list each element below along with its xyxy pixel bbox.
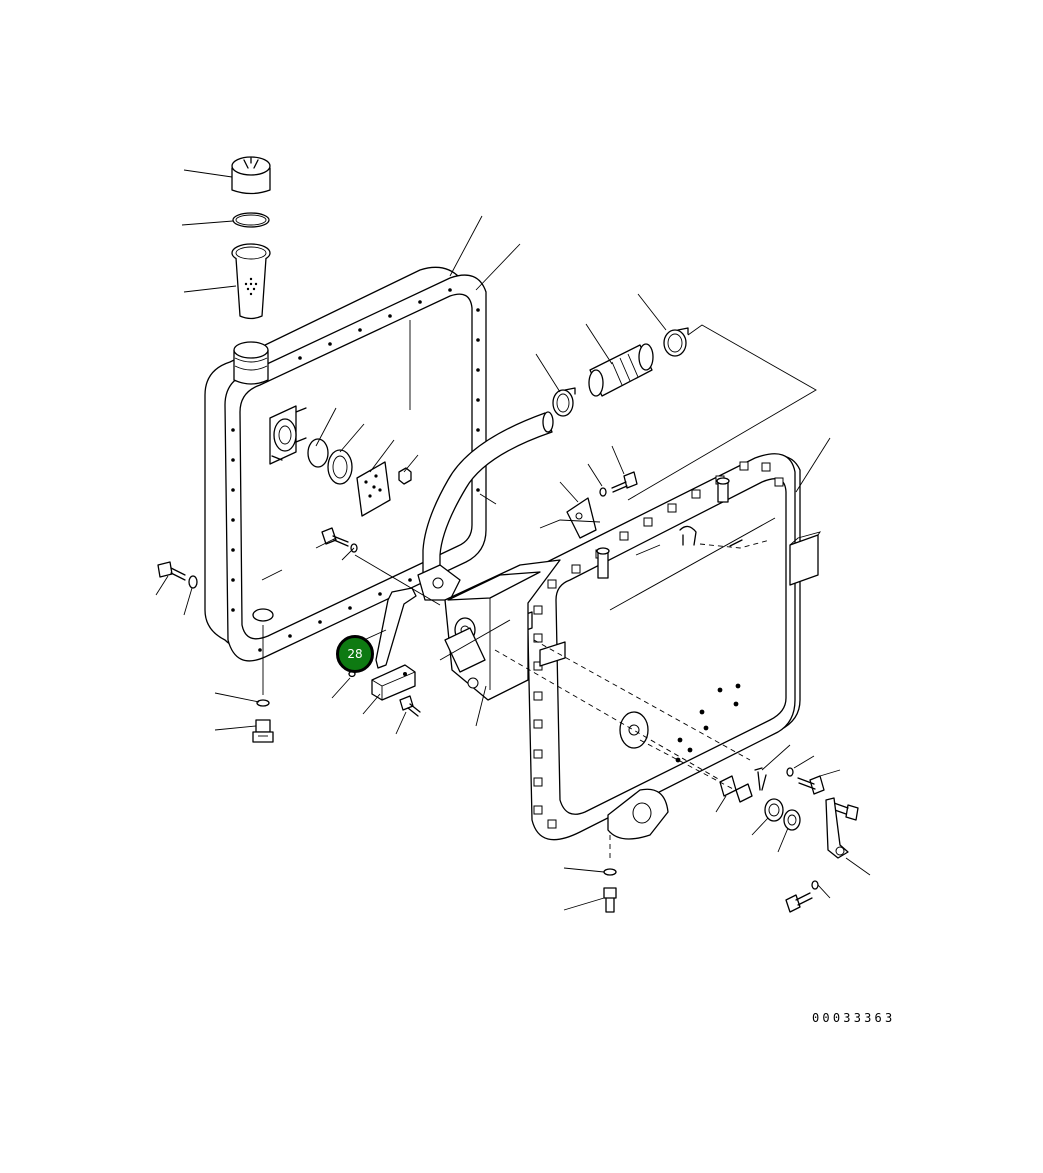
filler-gasket — [232, 212, 270, 228]
hose — [588, 343, 654, 397]
drain-washer — [256, 699, 270, 707]
drain-bolt-right — [603, 887, 617, 913]
filler-cap — [231, 156, 271, 195]
washer-right-2 — [783, 809, 801, 831]
bolt-right-1 — [797, 775, 825, 795]
right-tank — [514, 453, 822, 841]
bolt-top — [611, 471, 638, 493]
mount-bracket — [566, 497, 597, 539]
washer-top — [599, 487, 607, 497]
drain-washer-right — [603, 868, 617, 876]
assembly-lines — [262, 519, 771, 860]
gauge-port — [269, 405, 307, 465]
document-number: 00033363 — [812, 1011, 896, 1025]
drain-plug — [252, 719, 274, 743]
outlet-pipe — [417, 411, 554, 601]
connector-block — [444, 559, 561, 701]
washer-right-3 — [811, 880, 819, 890]
part-callout-28[interactable]: 28 — [336, 635, 374, 673]
bolt-left-2 — [157, 561, 186, 581]
hose-clamp-1 — [552, 387, 576, 417]
lever-arm — [825, 797, 849, 859]
washer-right-1 — [786, 767, 794, 777]
bolt-right-3 — [785, 892, 813, 913]
nut — [398, 467, 412, 485]
hose-clamp-2 — [663, 327, 689, 357]
collar — [764, 798, 784, 822]
spacer-block — [371, 664, 416, 701]
flange-bolt-heads — [533, 461, 784, 829]
filler-strainer — [231, 243, 271, 320]
bolt-right-2 — [831, 802, 859, 821]
l-bracket — [375, 587, 417, 669]
drive-pin — [754, 767, 767, 791]
bolt-lower-mid — [399, 695, 421, 717]
washer-left-1 — [350, 543, 358, 553]
washer-left-2 — [188, 575, 198, 589]
cover-plate — [356, 461, 391, 517]
o-ring — [307, 438, 329, 468]
leader-lines — [155, 169, 871, 911]
seal-ring — [327, 449, 353, 485]
